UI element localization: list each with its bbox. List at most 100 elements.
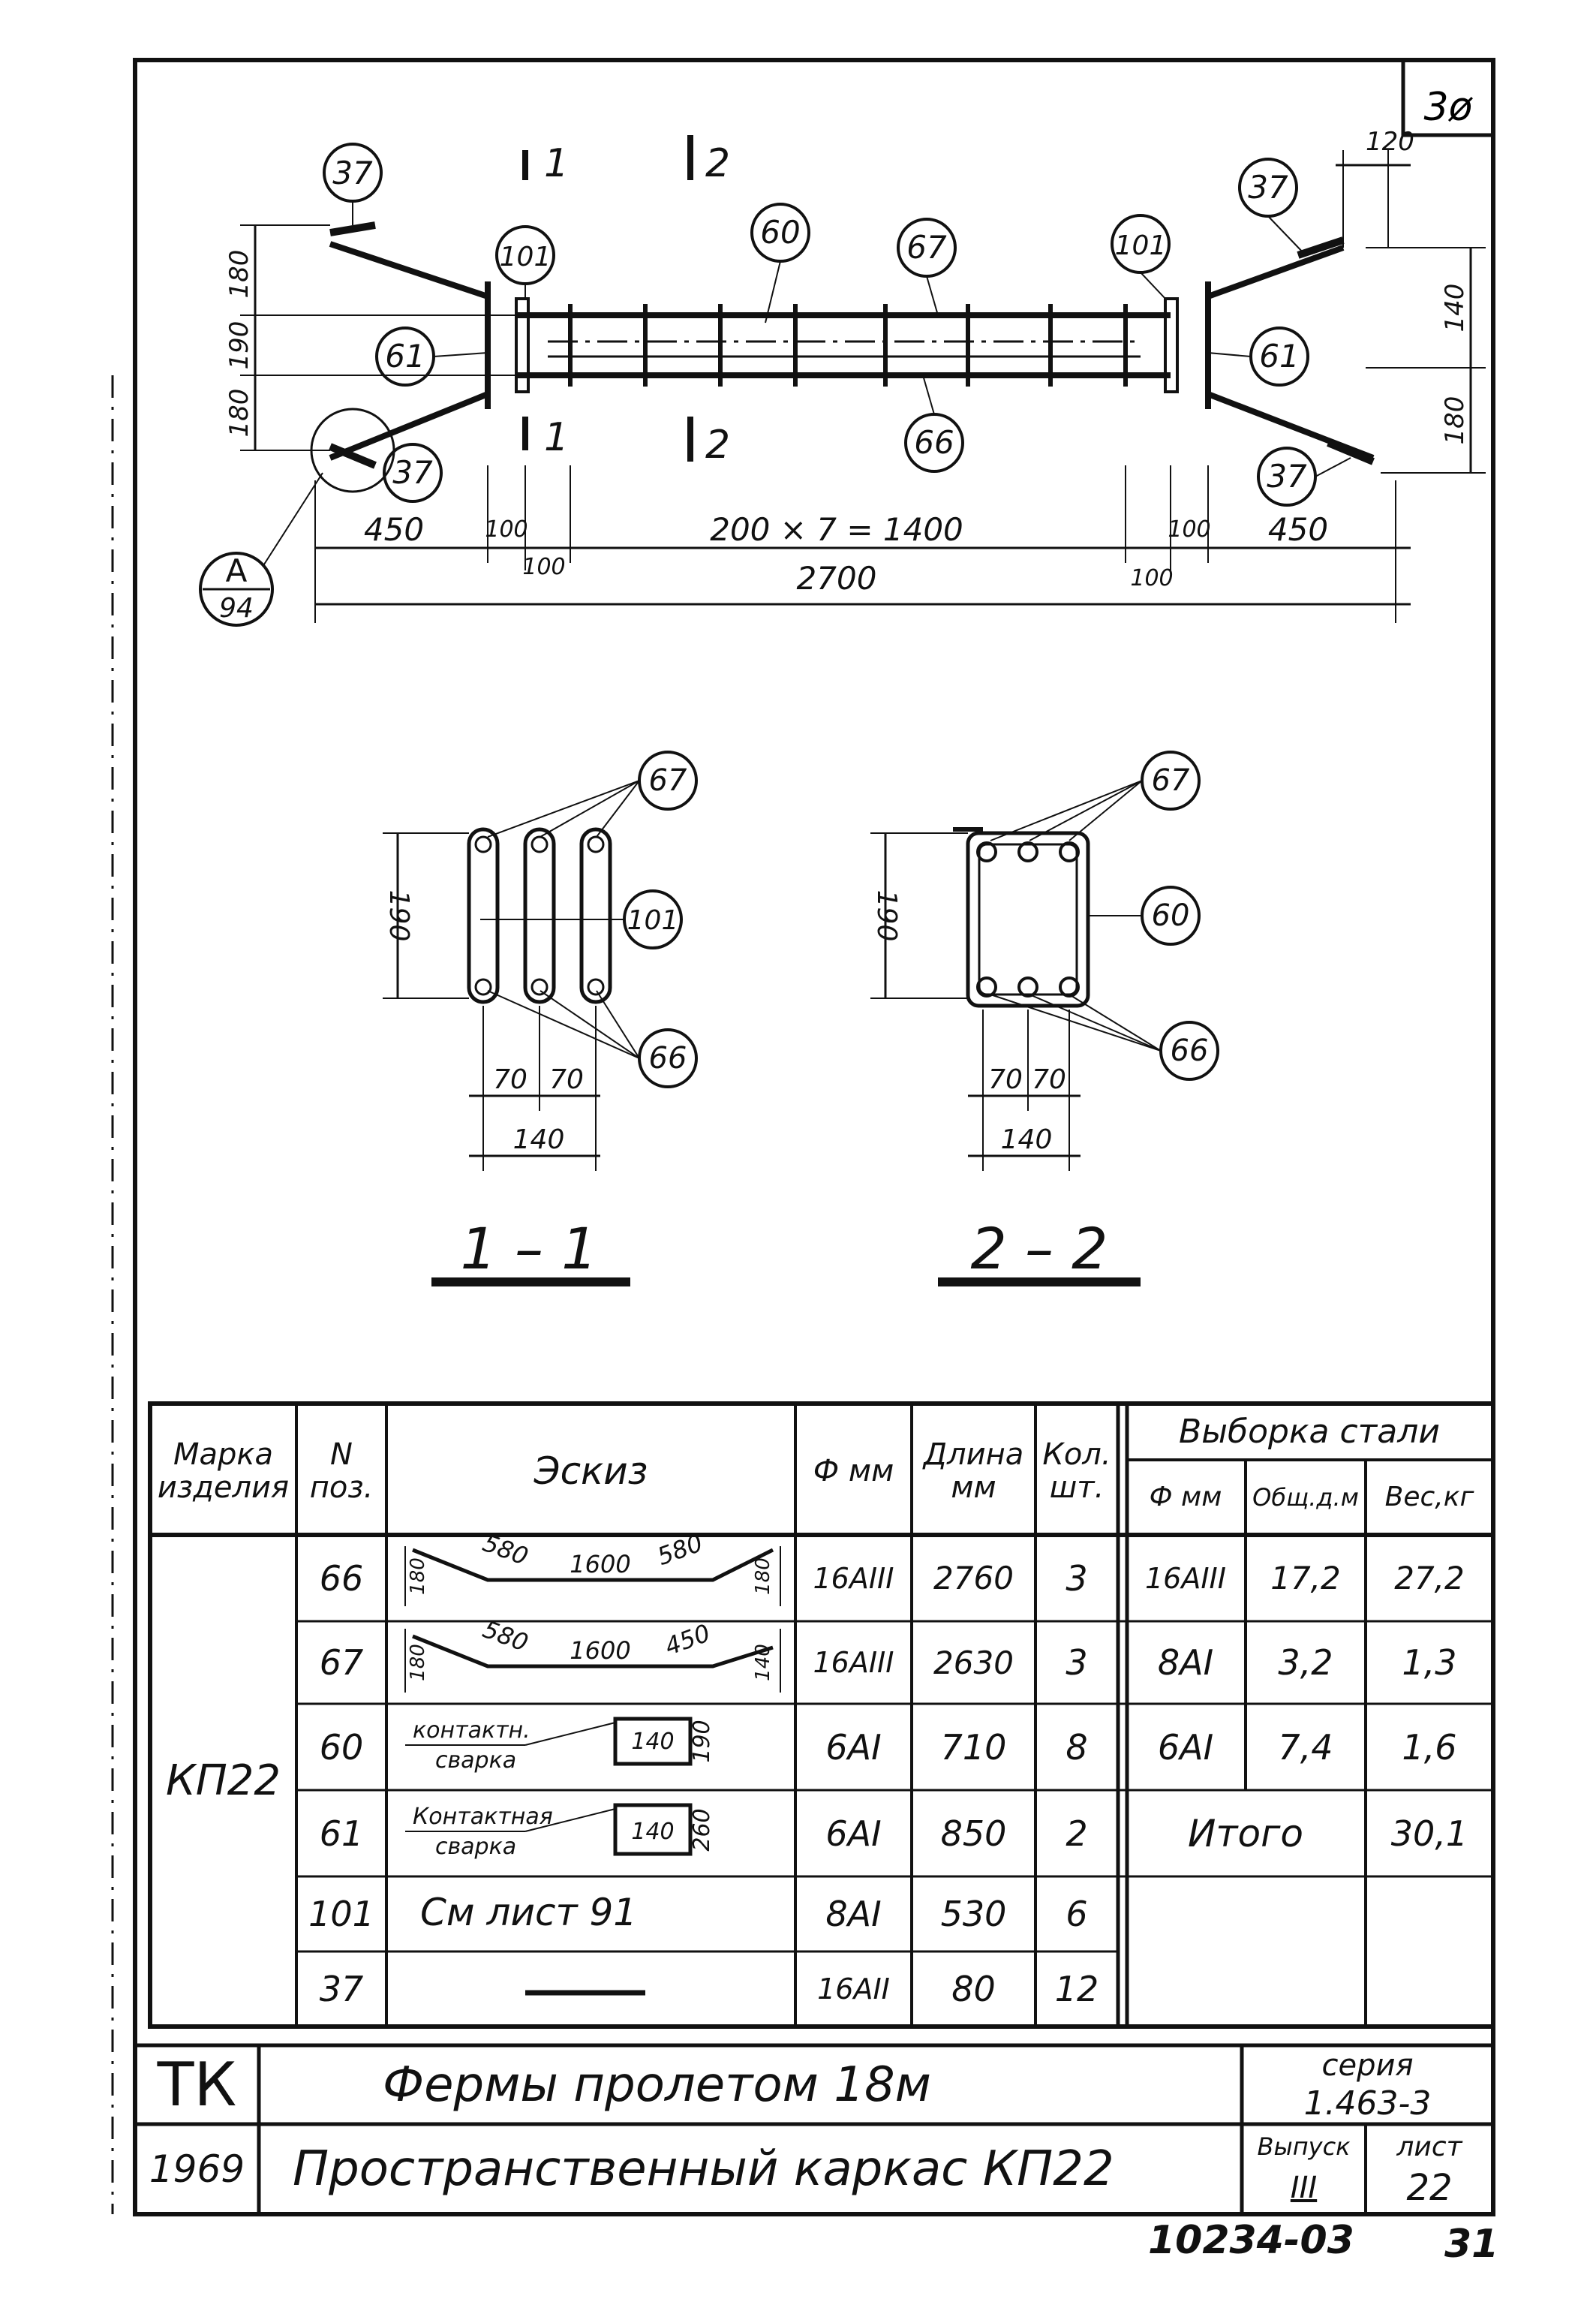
sk66-c: 1600 xyxy=(570,1550,630,1578)
row101-dia: 8AI xyxy=(825,1894,882,1934)
hdr-sketch: Эскиз xyxy=(534,1449,648,1493)
pos-label-37c: 37 xyxy=(392,454,433,491)
steel-total-label: Итого xyxy=(1188,1811,1303,1855)
steel-2-wt: 1,3 xyxy=(1402,1642,1457,1683)
pos-label-61a: 61 xyxy=(385,338,425,375)
spec-table-sketches xyxy=(404,1546,781,1996)
dim-100-b: 100 xyxy=(522,554,565,580)
section1-label-101: 101 xyxy=(627,905,679,936)
row67-qty: 3 xyxy=(1066,1642,1088,1683)
sheet-corner-mark: 3ø xyxy=(1424,85,1474,130)
sk61-t2: сварка xyxy=(435,1834,516,1860)
section1-title: 1 – 1 xyxy=(460,1215,597,1282)
row101-pos: 101 xyxy=(308,1894,374,1934)
issue-value: III xyxy=(1290,2171,1318,2205)
sk67-c: 1600 xyxy=(570,1636,630,1665)
section2-title: 2 – 2 xyxy=(970,1215,1108,1282)
cut-mark-1-top: 1 xyxy=(544,141,569,186)
title-org: ТК xyxy=(157,2050,237,2120)
section1-dim-w1: 70 xyxy=(493,1064,527,1095)
sk60-w: 140 xyxy=(631,1729,674,1755)
pos-label-37b: 37 xyxy=(1248,169,1288,206)
spec-table-grid xyxy=(148,1401,1495,2029)
section1-dim-w2: 70 xyxy=(549,1064,584,1095)
hdr-steel-len: Общ.д.м xyxy=(1252,1483,1359,1512)
hdr-pos: N поз. xyxy=(309,1437,374,1505)
dim-140-right: 140 xyxy=(1440,284,1470,333)
section2-dim-w2: 70 xyxy=(1032,1064,1066,1095)
dim-450-left: 450 xyxy=(364,511,424,548)
sk60-h: 190 xyxy=(689,1720,715,1762)
pos-label-101a: 101 xyxy=(500,242,552,272)
pos-label-101b: 101 xyxy=(1115,230,1167,261)
row101-length: 530 xyxy=(940,1894,1007,1934)
steel-3-wt: 1,6 xyxy=(1402,1726,1457,1768)
row37-length: 80 xyxy=(951,1969,996,2009)
section-2-2 xyxy=(870,751,1219,1286)
sk67-d: 450 xyxy=(661,1618,714,1661)
section1-label-67: 67 xyxy=(649,763,687,798)
row37-dia: 16AII xyxy=(817,1972,890,2006)
dim-190: 190 xyxy=(224,321,254,370)
sheet-value: 22 xyxy=(1406,2167,1453,2209)
steel-1-wt: 27,2 xyxy=(1394,1560,1465,1596)
product-mark: КП22 xyxy=(165,1756,281,1805)
footer-code: 10234-03 xyxy=(1148,2218,1354,2263)
dim-2700: 2700 xyxy=(797,560,877,597)
section-1-1-labels: 190 70 70 140 67 101 66 1 – 1 xyxy=(383,763,687,1282)
hdr-steel-wt: Вес,кг xyxy=(1384,1482,1474,1512)
pos-label-67: 67 xyxy=(906,229,947,266)
row60-dia: 6AI xyxy=(825,1726,882,1768)
footer-page: 31 xyxy=(1444,2222,1499,2267)
row67-length: 2630 xyxy=(933,1644,1014,1681)
dim-span-chain: 200 × 7 = 1400 xyxy=(710,511,963,548)
steel-1-len: 17,2 xyxy=(1270,1560,1341,1596)
sk60-t1: контактн. xyxy=(413,1717,530,1744)
steel-3-len: 7,4 xyxy=(1278,1726,1333,1768)
sk61-t1: Контактная xyxy=(413,1804,553,1830)
sk60-t2: сварка xyxy=(435,1747,516,1774)
row66-qty: 3 xyxy=(1066,1557,1088,1599)
hdr-steel-dia: Ф мм xyxy=(1149,1482,1222,1512)
hdr-mark: Марка изделия xyxy=(157,1437,290,1505)
pos-label-37a: 37 xyxy=(332,155,373,191)
sk66-e: 180 xyxy=(752,1557,774,1595)
hdr-qty: Кол. шт. xyxy=(1042,1437,1111,1505)
sk67-e: 140 xyxy=(752,1644,774,1681)
section2-label-67: 67 xyxy=(1152,763,1190,798)
section2-label-66: 66 xyxy=(1171,1034,1209,1068)
steel-total: 30,1 xyxy=(1390,1813,1468,1854)
title-year: 1969 xyxy=(149,2147,245,2191)
steel-3-dia: 6AI xyxy=(1157,1726,1214,1768)
row61-length: 850 xyxy=(940,1813,1007,1854)
row37-pos: 37 xyxy=(319,1969,364,2009)
detail-ref-letter: A xyxy=(226,552,248,589)
main-elevation-labels: 37 101 60 67 101 37 61 61 37 66 37 1 1 2… xyxy=(219,127,1470,624)
detail-ref-sheet: 94 xyxy=(219,593,254,624)
spec-table-sketch-labels: 180 580 1600 580 180 180 580 1600 450 14… xyxy=(407,1528,774,1934)
steel-2-len: 3,2 xyxy=(1278,1642,1333,1683)
dim-120: 120 xyxy=(1366,127,1414,157)
dim-100-c: 100 xyxy=(1130,565,1173,591)
main-elevation xyxy=(199,135,1486,627)
row61-qty: 2 xyxy=(1066,1813,1088,1854)
section1-dim-wt: 140 xyxy=(513,1124,565,1155)
dim-180-right: 180 xyxy=(1440,396,1470,445)
section-1-1 xyxy=(383,751,698,1286)
section2-label-60: 60 xyxy=(1152,898,1190,933)
section1-label-66: 66 xyxy=(649,1041,687,1076)
row60-pos: 60 xyxy=(319,1726,364,1768)
row61-dia: 6AI xyxy=(825,1813,882,1854)
row67-dia: 16AIII xyxy=(813,1646,894,1679)
cut-mark-2-bottom: 2 xyxy=(705,423,730,468)
pos-label-66: 66 xyxy=(914,424,954,461)
dim-180-bottom: 180 xyxy=(224,389,254,438)
row66-pos: 66 xyxy=(319,1557,364,1599)
cut-mark-2-top: 2 xyxy=(705,141,730,186)
row61-pos: 61 xyxy=(319,1813,364,1854)
section2-dim-h: 190 xyxy=(871,890,902,942)
sk67-a: 180 xyxy=(407,1644,429,1681)
row66-length: 2760 xyxy=(933,1560,1014,1596)
dim-180-top: 180 xyxy=(224,250,254,299)
